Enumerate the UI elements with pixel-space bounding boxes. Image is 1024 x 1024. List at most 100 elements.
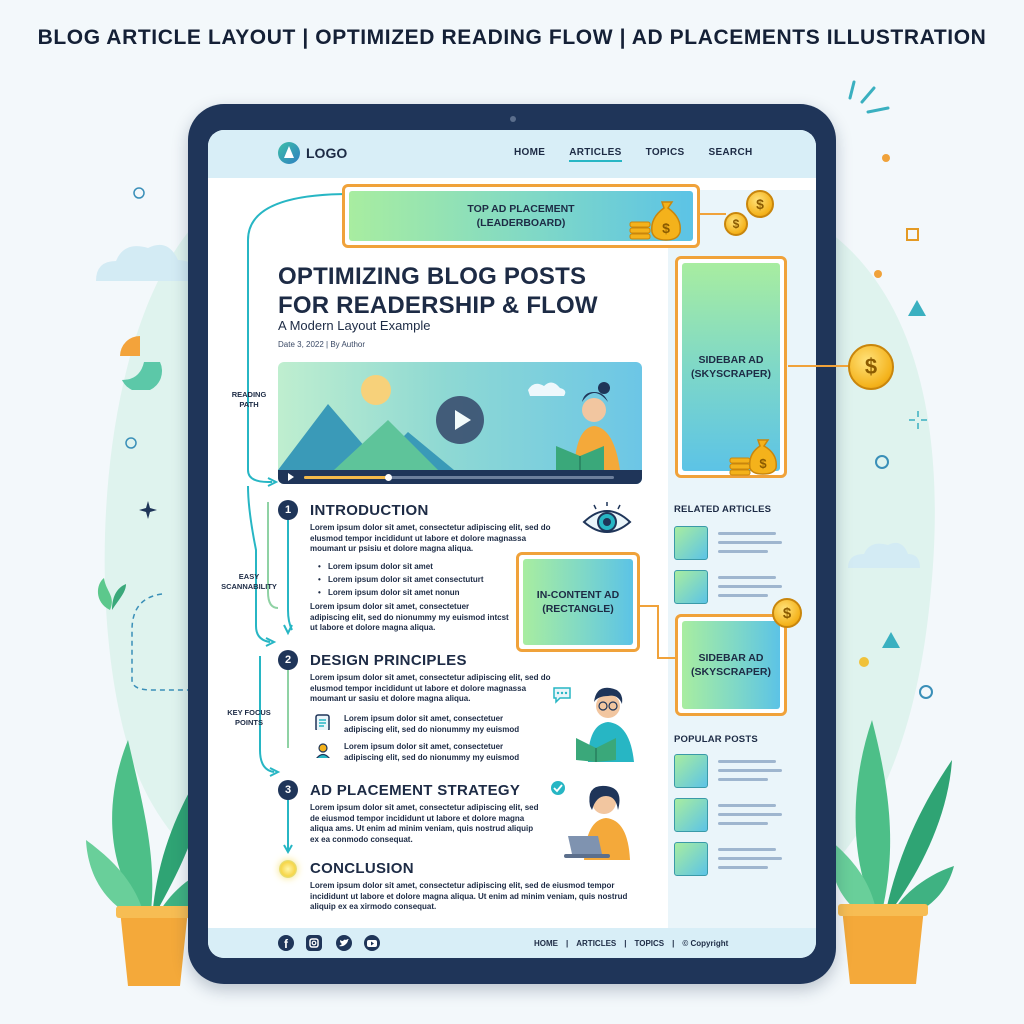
twitter-icon[interactable]	[336, 935, 352, 951]
section-1-paragraph-2: Lorem ipsum dolor sit amet, consectetuer…	[310, 602, 509, 632]
cloud-icon	[848, 542, 920, 568]
text-line	[718, 585, 782, 588]
article-meta: Date 3, 2022 | By Author	[278, 340, 366, 349]
text-line	[718, 822, 768, 825]
footer-separator: |	[624, 939, 627, 948]
text-line	[718, 866, 768, 869]
svg-text:f: f	[284, 937, 289, 951]
money-bag-icon: $	[629, 201, 681, 241]
related-article-item[interactable]	[674, 570, 794, 604]
nav-search[interactable]: SEARCH	[708, 147, 753, 158]
section-heading-design-principles: DESIGN PRINCIPLES	[310, 652, 467, 669]
video-player[interactable]	[278, 362, 642, 484]
related-articles-title: RELATED ARTICLES	[674, 504, 772, 515]
section-1-bullets: Lorem ipsum dolor sit amet Lorem ipsum d…	[318, 560, 484, 599]
footer-separator: |	[566, 939, 569, 948]
coin-icon: $	[724, 212, 748, 236]
text-line	[718, 848, 776, 851]
text-line	[718, 778, 768, 781]
instagram-icon[interactable]	[306, 935, 322, 951]
section-1-paragraph: Lorem ipsum dolor sit amet, consectetur …	[310, 523, 551, 553]
reader-illustration	[553, 687, 634, 762]
text-line	[718, 813, 782, 816]
cloud-icon	[96, 244, 198, 281]
dot-icon	[859, 657, 869, 667]
triangle-shape-icon	[882, 632, 900, 648]
section-number-2: 2	[278, 650, 298, 670]
footer-link-topics[interactable]: TOPICS	[634, 939, 665, 948]
dots-icon	[882, 154, 890, 162]
thumbnail	[674, 842, 708, 876]
dot-icon	[874, 270, 882, 278]
text-line	[718, 594, 768, 597]
circle-shape-icon	[133, 187, 145, 199]
popular-post-item[interactable]	[674, 798, 794, 832]
site-logo[interactable]: LOGO	[278, 142, 347, 164]
sparkle-icon	[139, 501, 157, 519]
reading-path-label: READING PATH	[231, 390, 267, 409]
nav-topics[interactable]: TOPICS	[645, 147, 685, 158]
tablet-screen: LOGO HOME ARTICLES TOPICS SEARCH RELATED…	[208, 130, 816, 958]
circle-shape-icon	[875, 455, 889, 469]
bullet-item: Lorem ipsum dolor sit amet consectuturt	[318, 573, 484, 586]
mini-play-icon[interactable]	[288, 473, 294, 481]
square-shape-icon	[906, 228, 919, 241]
section-heading-conclusion: CONCLUSION	[310, 860, 414, 877]
popular-posts-title: POPULAR POSTS	[674, 734, 758, 745]
laptop-user-illustration	[551, 781, 630, 860]
thumbnail	[674, 570, 708, 604]
section-3-paragraph: Lorem ipsum dolor sit amet, consectetur …	[310, 803, 539, 844]
site-footer: f HOME | ARTICLES | TOPICS | © Copyright	[208, 928, 816, 958]
article-title: OPTIMIZING BLOG POSTS FOR READERSHIP & F…	[278, 262, 658, 320]
dashed-path-icon	[131, 593, 192, 691]
text-line	[718, 576, 776, 579]
plant-left-icon	[86, 740, 218, 986]
main-nav: HOME ARTICLES TOPICS SEARCH	[514, 147, 753, 162]
text-line	[718, 769, 782, 772]
video-controls	[278, 470, 642, 484]
plant-right-icon	[829, 720, 954, 984]
svg-text:$: $	[662, 220, 670, 236]
bullet-item: Lorem ipsum dolor sit amet	[318, 560, 484, 573]
logo-text: LOGO	[306, 145, 348, 161]
poster-heading: BLOG ARTICLE LAYOUT | OPTIMIZED READING …	[37, 26, 987, 49]
sparkle-lines-icon	[848, 80, 890, 114]
text-line	[718, 532, 776, 535]
money-bag-icon: $	[729, 439, 777, 476]
nav-articles[interactable]: ARTICLES	[569, 147, 622, 162]
sidebar-ad-skyscraper-bottom[interactable]: SIDEBAR AD (SKYSCRAPER)	[675, 614, 787, 716]
text-line	[718, 541, 782, 544]
text-line	[718, 857, 782, 860]
coin-icon: $	[746, 190, 774, 218]
coin-icon: $	[848, 344, 894, 390]
tablet-camera	[510, 116, 516, 122]
logo-mark-icon	[278, 142, 300, 164]
leaf-icon	[97, 578, 126, 610]
popular-post-item[interactable]	[674, 842, 794, 876]
related-article-item[interactable]	[674, 526, 794, 560]
thumbnail	[674, 798, 708, 832]
conclusion-marker	[279, 860, 297, 878]
play-button[interactable]	[436, 396, 484, 444]
nav-home[interactable]: HOME	[514, 147, 546, 158]
video-progress-track[interactable]	[304, 474, 614, 481]
site-header: LOGO HOME ARTICLES TOPICS SEARCH	[208, 130, 816, 178]
feature-text-1: Lorem ipsum dolor sit amet, consectetuer…	[344, 714, 520, 734]
in-content-ad-rectangle[interactable]: IN-CONTENT AD (RECTANGLE)	[516, 552, 640, 652]
video-scrubber[interactable]	[384, 474, 392, 481]
footer-link-articles[interactable]: ARTICLES	[576, 939, 617, 948]
tablet-device: LOGO HOME ARTICLES TOPICS SEARCH RELATED…	[188, 104, 836, 984]
sidebar-ad-skyscraper-top[interactable]: SIDEBAR AD (SKYSCRAPER)	[675, 256, 787, 478]
coin-icon: $	[772, 598, 802, 628]
title-line-2: FOR READERSHIP & FLOW	[278, 292, 598, 319]
triangle-shape-icon	[908, 300, 926, 316]
user-icon	[316, 743, 330, 758]
footer-link-home[interactable]: HOME	[534, 939, 558, 948]
pie-shape-icon	[120, 336, 162, 390]
crosshair-icon	[909, 411, 927, 429]
youtube-icon[interactable]	[364, 935, 380, 951]
ad-outer-connectors	[700, 213, 850, 367]
document-icon	[315, 714, 330, 730]
facebook-icon[interactable]: f	[278, 935, 294, 951]
popular-post-item[interactable]	[674, 754, 794, 788]
